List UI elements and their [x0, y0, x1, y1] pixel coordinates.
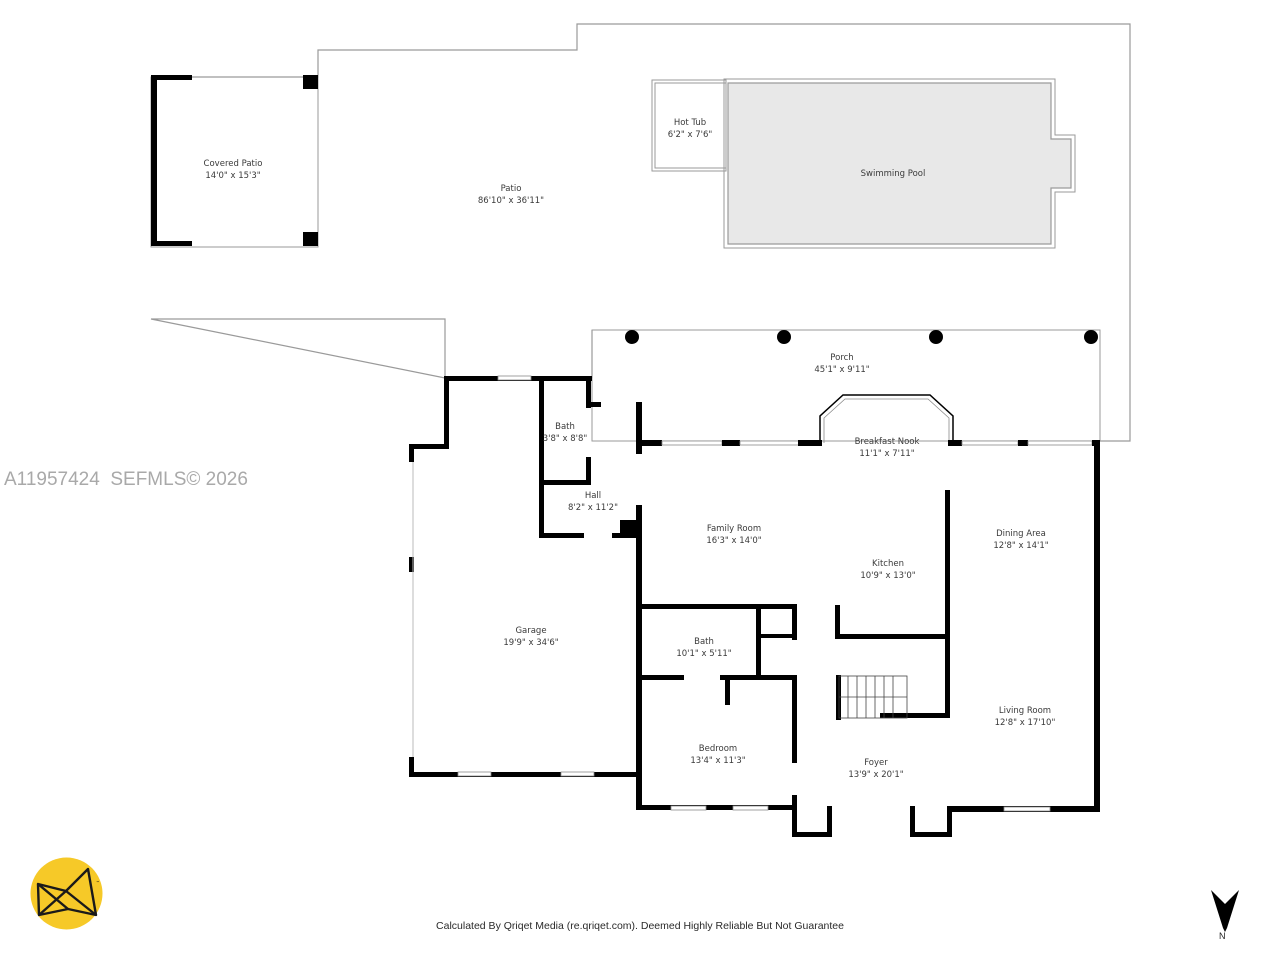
room-kitchen: Kitchen 10'9" x 13'0" [860, 559, 915, 581]
swimming-pool-area [723, 78, 1076, 249]
svg-text:Covered Patio: Covered Patio [204, 159, 263, 169]
footer-disclaimer: Calculated By Qriqet Media (re.qriqet.co… [436, 920, 844, 932]
svg-text:Bath: Bath [694, 637, 714, 647]
hot-tub-area [651, 79, 727, 172]
svg-text:86'10" x 36'11": 86'10" x 36'11" [478, 196, 544, 206]
svg-text:12'8" x 14'1": 12'8" x 14'1" [993, 541, 1048, 551]
room-dining-area: Dining Area 12'8" x 14'1" [993, 529, 1048, 551]
svg-text:Family Room: Family Room [707, 524, 761, 534]
svg-text:14'0" x 15'3": 14'0" x 15'3" [205, 171, 260, 181]
svg-text:Porch: Porch [830, 353, 853, 363]
room-porch: Porch 45'1" x 9'11" [814, 353, 869, 375]
mls-watermark: A11957424 SEFMLS© 2026 [4, 469, 248, 490]
svg-text:Breakfast Nook: Breakfast Nook [855, 437, 920, 447]
svg-text:Garage: Garage [515, 626, 546, 636]
svg-text:10'1" x 5'11": 10'1" x 5'11" [676, 649, 731, 659]
svg-text:Patio: Patio [501, 184, 522, 194]
room-hall: Hall 8'2" x 11'2" [568, 491, 618, 513]
svg-text:Dining Area: Dining Area [996, 529, 1046, 539]
covered-patio-area [150, 75, 319, 248]
svg-text:6'2" x 7'6": 6'2" x 7'6" [668, 130, 713, 140]
svg-text:Foyer: Foyer [864, 758, 888, 768]
svg-text:Hot Tub: Hot Tub [674, 118, 706, 128]
room-patio: Patio 86'10" x 36'11" [478, 184, 544, 206]
svg-text:45'1" x 9'11": 45'1" x 9'11" [814, 365, 869, 375]
room-bedroom: Bedroom 13'4" x 11'3" [690, 744, 745, 766]
svg-text:10'9" x 13'0": 10'9" x 13'0" [860, 571, 915, 581]
room-garage: Garage 19'9" x 34'6" [503, 626, 558, 648]
room-living-room: Living Room 12'8" x 17'10" [995, 706, 1056, 728]
svg-text:11'1" x 7'11": 11'1" x 7'11" [859, 449, 914, 459]
svg-text:8'2" x 11'2": 8'2" x 11'2" [568, 503, 618, 513]
room-bath-upper: Bath 3'8" x 8'8" [543, 422, 588, 444]
svg-text:12'8" x 17'10": 12'8" x 17'10" [995, 718, 1056, 728]
svg-text:Swimming Pool: Swimming Pool [861, 169, 926, 179]
svg-text:3'8" x 8'8": 3'8" x 8'8" [543, 434, 588, 444]
compass-label: N [1219, 931, 1226, 941]
room-bath-lower: Bath 10'1" x 5'11" [676, 637, 731, 659]
qriqet-logo-icon: ™ [30, 857, 103, 930]
house-walls [409, 375, 1100, 837]
svg-text:Kitchen: Kitchen [872, 559, 904, 569]
room-covered-patio: Covered Patio 14'0" x 15'3" [204, 159, 263, 181]
room-swimming-pool: Swimming Pool [861, 169, 926, 179]
svg-text:16'3" x 14'0": 16'3" x 14'0" [706, 536, 761, 546]
room-family-room: Family Room 16'3" x 14'0" [706, 524, 761, 546]
room-hot-tub: Hot Tub 6'2" x 7'6" [668, 118, 713, 140]
svg-text:Bedroom: Bedroom [699, 744, 737, 754]
svg-text:19'9" x 34'6": 19'9" x 34'6" [503, 638, 558, 648]
svg-text:13'9" x 20'1": 13'9" x 20'1" [848, 770, 903, 780]
north-arrow-icon [1211, 890, 1239, 932]
svg-text:™: ™ [96, 880, 100, 885]
svg-text:Hall: Hall [585, 491, 601, 501]
porch-area [591, 329, 1101, 443]
svg-text:Living Room: Living Room [999, 706, 1051, 716]
svg-text:13'4" x 11'3": 13'4" x 11'3" [690, 756, 745, 766]
room-breakfast-nook: Breakfast Nook 11'1" x 7'11" [855, 437, 920, 459]
svg-text:Bath: Bath [555, 422, 575, 432]
room-foyer: Foyer 13'9" x 20'1" [848, 758, 903, 780]
